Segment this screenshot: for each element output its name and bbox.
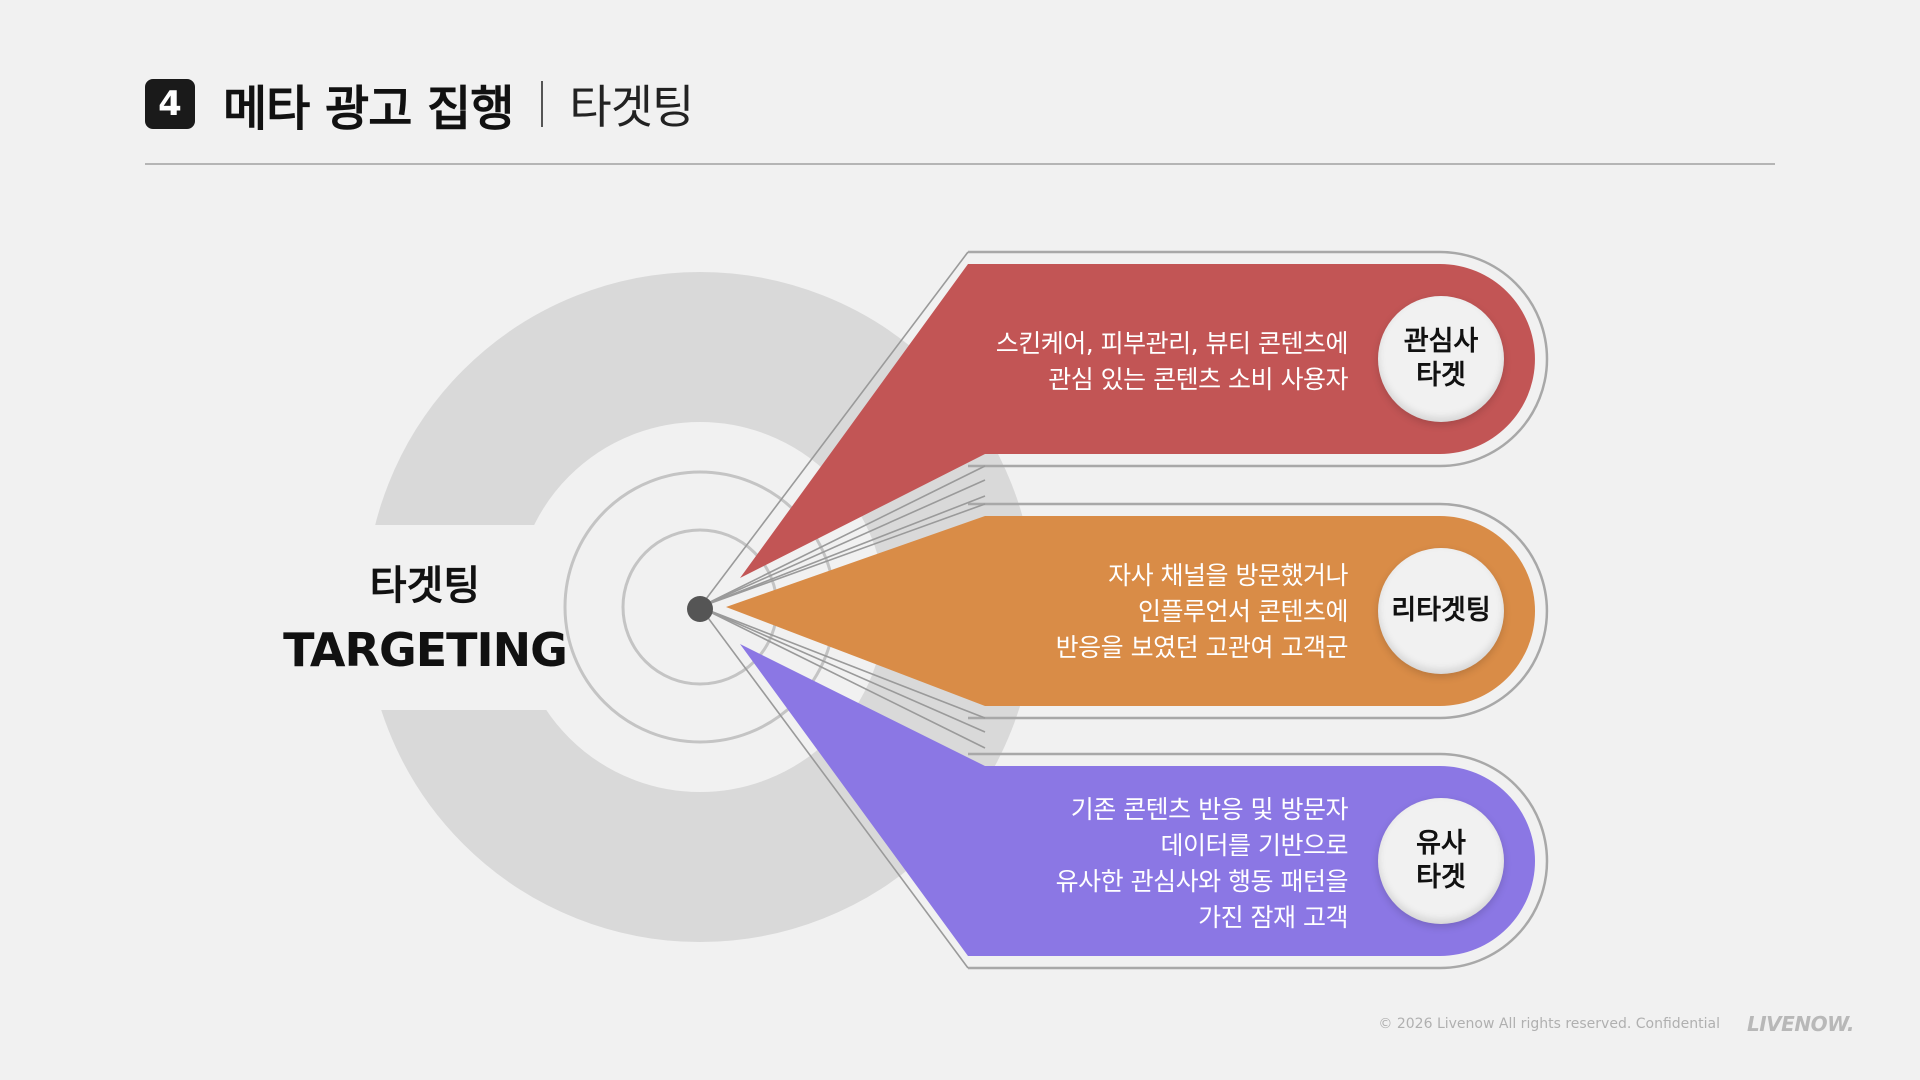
chip-retargeting: 리타겟팅 <box>1378 548 1504 674</box>
segment-retarget <box>726 516 1535 706</box>
description-line: 스킨케어, 피부관리, 뷰티 콘텐츠에 <box>995 329 1349 358</box>
fan-lines <box>699 251 986 969</box>
footer-logo: LIVENOW. <box>1747 1012 1855 1036</box>
segment-outline-interest <box>968 250 1549 468</box>
slide-header: 4 메타 광고 집행 타겟팅 <box>145 74 694 137</box>
header-rule <box>145 163 1775 165</box>
center-label-en: TARGETING <box>283 623 568 677</box>
description-line: 데이터를 기반으로 <box>1160 831 1349 860</box>
segment-interest <box>740 264 1535 578</box>
description-line: 인플루언서 콘텐츠에 <box>1138 597 1348 626</box>
chip-label: 리타겟팅 <box>1391 595 1491 626</box>
description-line: 자사 채널을 방문했거나 <box>1108 561 1348 590</box>
title-divider <box>541 81 544 127</box>
center-label-ko: 타겟팅 <box>369 563 481 609</box>
center-label: 타겟팅 TARGETING <box>250 555 600 683</box>
chip-label: 관심사 타겟 <box>1403 326 1479 391</box>
description-line: 유사한 관심사와 행동 패턴을 <box>1055 867 1349 896</box>
description-line: 관심 있는 콘텐츠 소비 사용자 <box>1048 365 1348 394</box>
page-title: 메타 광고 집행 <box>223 81 514 137</box>
segment-interest-description: 스킨케어, 피부관리, 뷰티 콘텐츠에 관심 있는 콘텐츠 소비 사용자 <box>995 326 1349 398</box>
description-line: 기존 콘텐츠 반응 및 방문자 <box>1070 795 1349 824</box>
section-number-badge: 4 <box>145 79 195 129</box>
description-line: 반응을 보였던 고관여 고객군 <box>1055 633 1349 662</box>
target-center-dot <box>687 596 713 622</box>
page-subtitle: 타겟팅 <box>569 80 694 134</box>
description-line: 가진 잠재 고객 <box>1198 903 1348 932</box>
chip-label: 유사 타겟 <box>1416 828 1466 893</box>
segment-lookalike <box>740 644 1535 956</box>
segment-outline-lookalike <box>968 752 1549 970</box>
chip-interest-target: 관심사 타겟 <box>1378 296 1504 422</box>
footer-copyright: © 2026 Livenow All rights reserved. Conf… <box>1378 1016 1720 1032</box>
segment-outline-retarget <box>968 502 1549 720</box>
segment-retarget-description: 자사 채널을 방문했거나 인플루언서 콘텐츠에 반응을 보였던 고관여 고객군 <box>1055 558 1349 666</box>
chip-lookalike-target: 유사 타겟 <box>1378 798 1504 924</box>
segment-lookalike-description: 기존 콘텐츠 반응 및 방문자 데이터를 기반으로 유사한 관심사와 행동 패턴… <box>1055 792 1349 936</box>
